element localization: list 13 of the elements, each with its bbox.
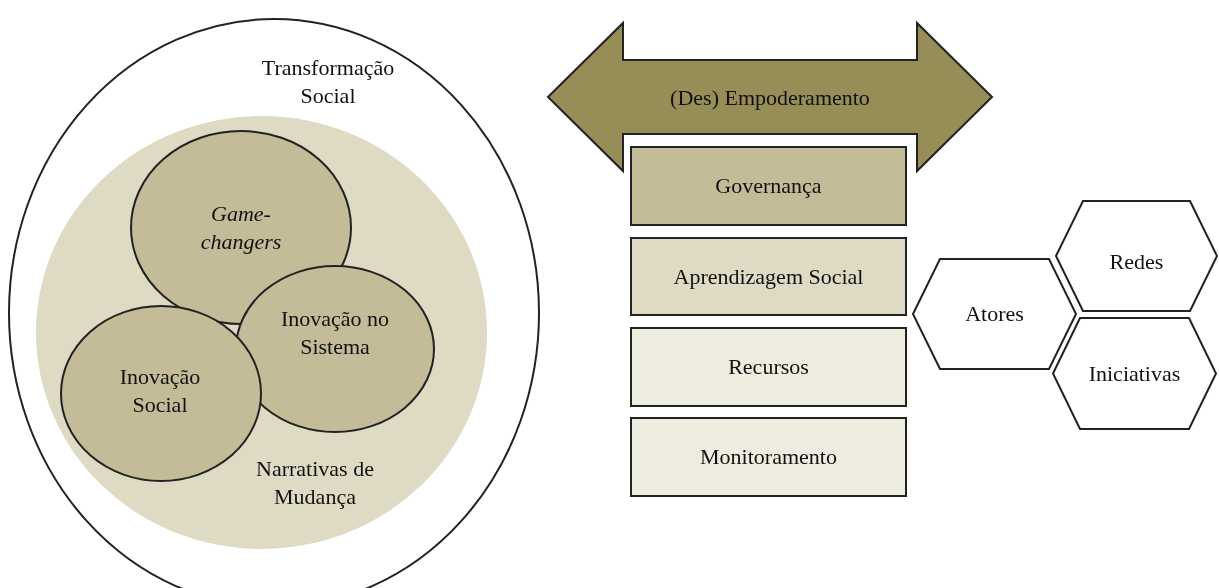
circle-label: Transformação Social <box>260 54 396 110</box>
circle-label: Narrativas de Mudança <box>255 455 375 511</box>
circle-label: Inovação Social <box>118 363 202 419</box>
hexagon-label: Iniciativas <box>1087 360 1182 388</box>
hexagon-label: Redes <box>1108 248 1165 276</box>
box-label: Governança <box>714 172 823 200</box>
box-label: Aprendizagem Social <box>672 263 865 291</box>
circle-label: Game-changers <box>199 200 283 256</box>
arrow-label: (Des) Empoderamento <box>669 84 871 112</box>
box-label: Recursos <box>727 353 810 381</box>
hexagon-label: Atores <box>964 300 1025 328</box>
circle-label: Inovação no Sistema <box>279 305 391 361</box>
box-label: Monitoramento <box>699 443 838 471</box>
